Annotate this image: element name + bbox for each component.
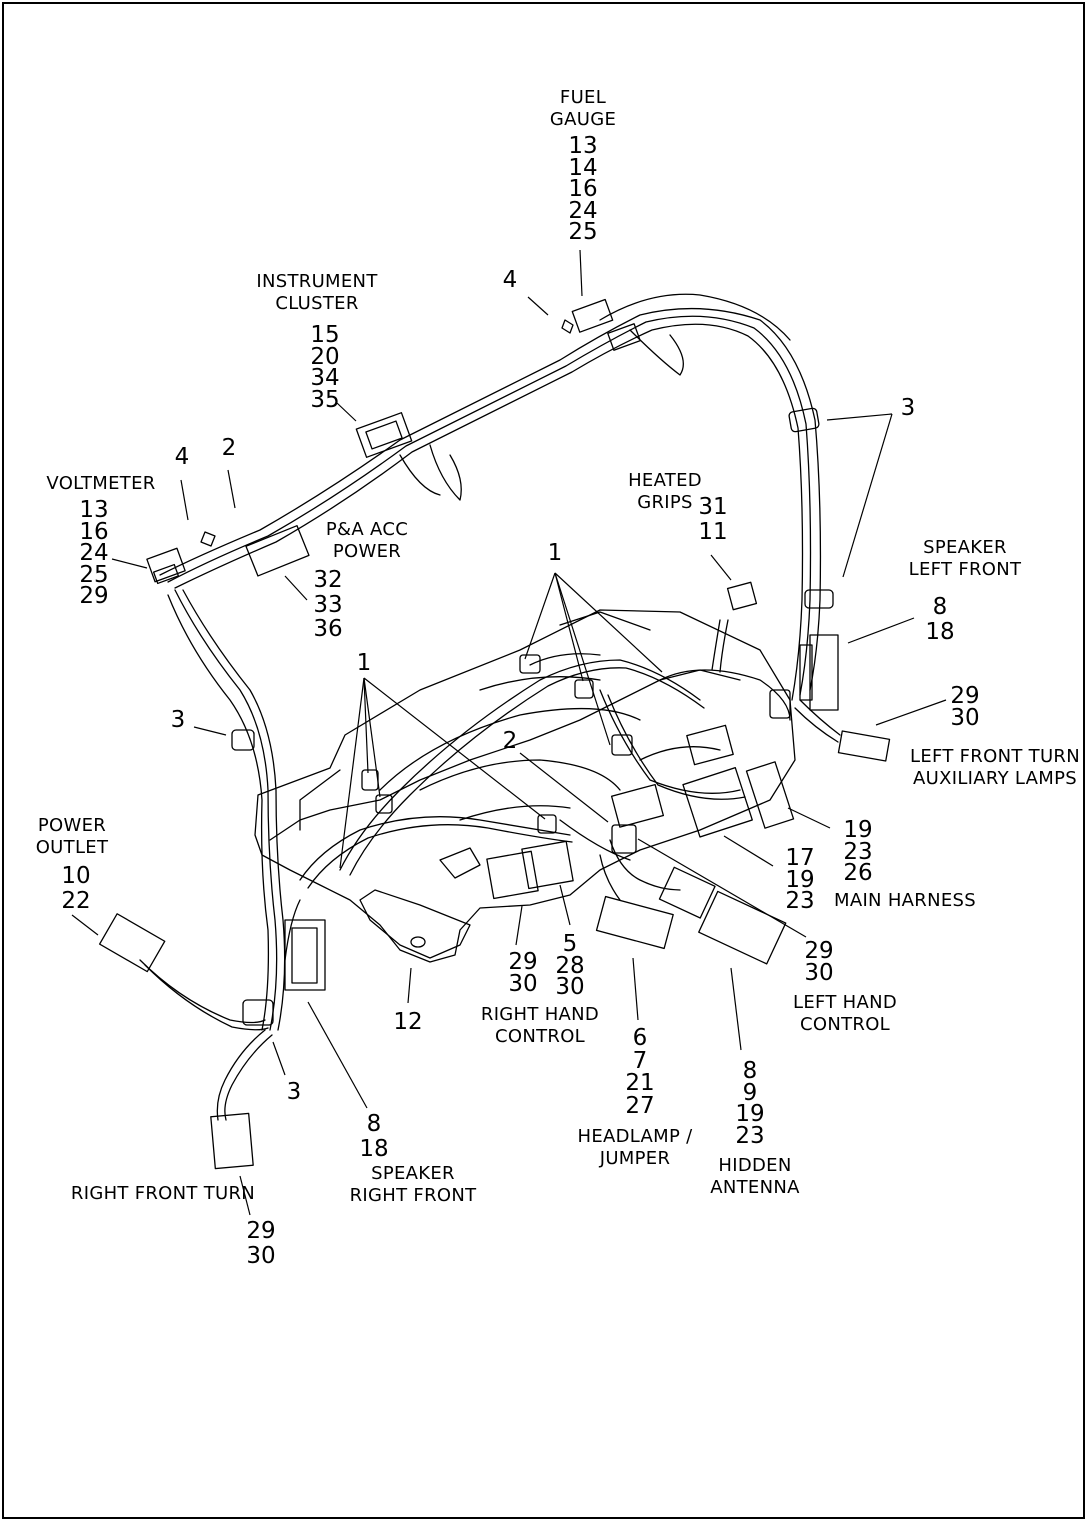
callout-item-4-left: 4 — [174, 444, 190, 470]
callout-item-4-top: 4 — [502, 267, 518, 293]
callout-item-1-left: 1 — [356, 650, 372, 676]
callout-item-3-bottom: 3 — [286, 1079, 302, 1105]
right-harness-drop — [659, 619, 841, 743]
callout-item-2-top: 2 — [221, 435, 237, 461]
chassis-bracket — [254, 609, 796, 963]
label-main-harness: MAIN HARNESS — [834, 890, 976, 911]
leader-lines — [71, 249, 947, 1216]
callout-item-3-left: 3 — [170, 707, 186, 733]
callout-item-12: 12 — [393, 1009, 423, 1035]
callout-item-3-right: 3 — [900, 395, 916, 421]
left-harness-drop — [139, 589, 301, 1121]
label-voltmeter: VOLTMETER — [46, 473, 156, 494]
label-headlamp-jumper: HEADLAMP /JUMPER — [577, 1126, 693, 1169]
callout-item-2-mid: 2 — [502, 728, 518, 754]
upper-harness-arc — [159, 293, 822, 701]
callout-item-1-right: 1 — [547, 540, 563, 566]
connectors — [98, 298, 891, 1170]
label-right-front-turn: RIGHT FRONT TURN — [70, 1183, 256, 1204]
